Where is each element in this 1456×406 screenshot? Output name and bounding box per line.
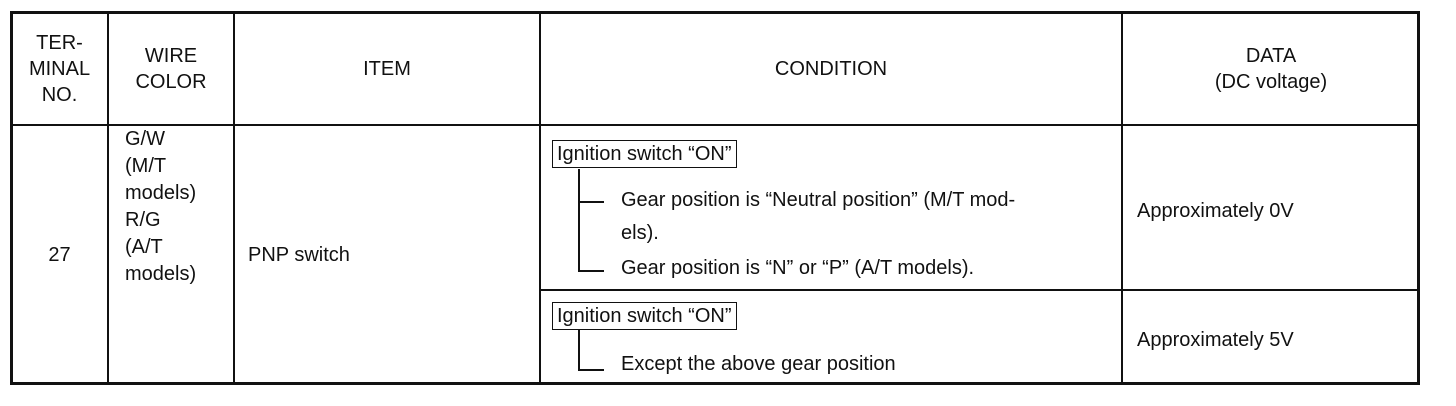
header-data: DATA (DC voltage) bbox=[1123, 14, 1419, 124]
header-data-line: (DC voltage) bbox=[1214, 71, 1328, 93]
condition-line: els). bbox=[621, 222, 659, 244]
wire-color-line: (M/T bbox=[125, 155, 167, 177]
condition-line: Gear position is “N” or “P” (A/T models)… bbox=[621, 257, 975, 279]
condition-line: Gear position is “Neutral position” (M/T… bbox=[621, 189, 1016, 211]
ignition-switch-box: Ignition switch “ON” bbox=[552, 140, 737, 168]
terminal-number: 27 bbox=[12, 126, 107, 384]
col-divider bbox=[107, 12, 109, 384]
ignition-switch-box: Ignition switch “ON” bbox=[552, 302, 737, 330]
col-divider bbox=[539, 12, 541, 384]
condition-row-divider bbox=[539, 289, 1419, 291]
wire-color-cell: G/W (M/T models) R/G (A/T models) bbox=[125, 126, 231, 384]
header-condition: CONDITION bbox=[541, 14, 1121, 124]
header-wire-color: WIRE COLOR bbox=[109, 14, 233, 124]
header-terminal-line: TER- bbox=[36, 32, 83, 54]
item-cell: PNP switch bbox=[248, 126, 538, 384]
col-divider bbox=[233, 12, 235, 384]
condition-line: Except the above gear position bbox=[621, 353, 896, 375]
header-terminal-line: MINAL bbox=[28, 58, 91, 80]
item-value: PNP switch bbox=[248, 244, 350, 266]
header-item: ITEM bbox=[235, 14, 539, 124]
wire-color-line: G/W bbox=[125, 128, 165, 150]
header-terminal-no: TER- MINAL NO. bbox=[12, 14, 107, 124]
data-value: Approximately 5V bbox=[1137, 329, 1294, 351]
wire-color-line: models) bbox=[125, 182, 197, 204]
col-divider bbox=[1121, 12, 1123, 384]
data-value: Approximately 0V bbox=[1137, 200, 1294, 222]
wire-color-line: models) bbox=[125, 263, 197, 285]
header-wire-line: WIRE bbox=[144, 45, 198, 67]
header-data-line: DATA bbox=[1245, 45, 1297, 67]
terminal-number-value: 27 bbox=[48, 244, 71, 266]
header-wire-line: COLOR bbox=[135, 71, 207, 93]
header-divider bbox=[11, 124, 1419, 126]
header-condition-label: CONDITION bbox=[774, 58, 888, 80]
wire-color-line: R/G bbox=[125, 209, 161, 231]
header-item-label: ITEM bbox=[363, 58, 411, 80]
header-terminal-line: NO. bbox=[41, 84, 78, 106]
wire-color-line: (A/T bbox=[125, 236, 163, 258]
table-frame bbox=[10, 11, 1420, 385]
